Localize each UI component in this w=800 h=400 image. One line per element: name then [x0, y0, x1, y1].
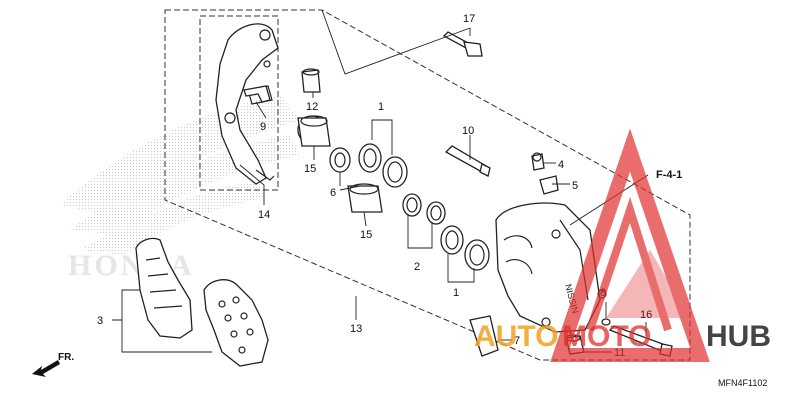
label-17: 17 [463, 13, 475, 25]
label-15-top: 15 [304, 163, 316, 175]
label-4: 4 [558, 159, 564, 171]
washer-8 [601, 318, 611, 326]
watermark-auto: AUTO [474, 320, 558, 353]
bolt-17 [442, 31, 483, 57]
label-15-bottom: 15 [360, 229, 372, 241]
label-13: 13 [350, 323, 362, 335]
brake-pad-front [135, 237, 193, 339]
seal-set-1-lower [440, 225, 490, 271]
front-direction-arrow: FR. [32, 352, 74, 377]
label-16: 16 [640, 309, 652, 321]
front-direction-label: FR. [58, 352, 74, 363]
reference-label: F-4-1 [656, 169, 682, 181]
pin-bolt-10 [444, 145, 491, 177]
brake-pad-rear [203, 279, 269, 367]
piston-upper [297, 115, 331, 147]
boot-12 [301, 68, 321, 93]
label-3: 3 [97, 315, 103, 327]
bleeder-cap-5 [539, 175, 559, 195]
watermark-moto: MOTO [562, 320, 651, 353]
dust-ring-6 [329, 147, 351, 173]
label-10: 10 [462, 125, 474, 137]
label-9: 9 [260, 121, 266, 133]
bracket-outline-14 [199, 15, 279, 191]
seal-set-2 [402, 193, 446, 225]
bleeder-valve-4 [531, 152, 545, 171]
label-14: 14 [258, 209, 270, 221]
label-5: 5 [572, 180, 578, 192]
clip-9 [243, 85, 271, 103]
diagram-code: MFN4F1102 [718, 378, 767, 388]
watermark-logo [550, 128, 710, 362]
pad-spring-7 [469, 315, 499, 357]
label-12: 12 [306, 101, 318, 113]
label-1-bottom: 1 [453, 287, 459, 299]
label-2: 2 [414, 261, 420, 273]
watermark-hub: HUB [706, 320, 771, 353]
piston-lower [347, 183, 383, 213]
label-7: 7 [514, 335, 520, 347]
label-1-top: 1 [378, 101, 384, 113]
label-6: 6 [330, 187, 336, 199]
seal-set-1-upper [358, 143, 408, 188]
